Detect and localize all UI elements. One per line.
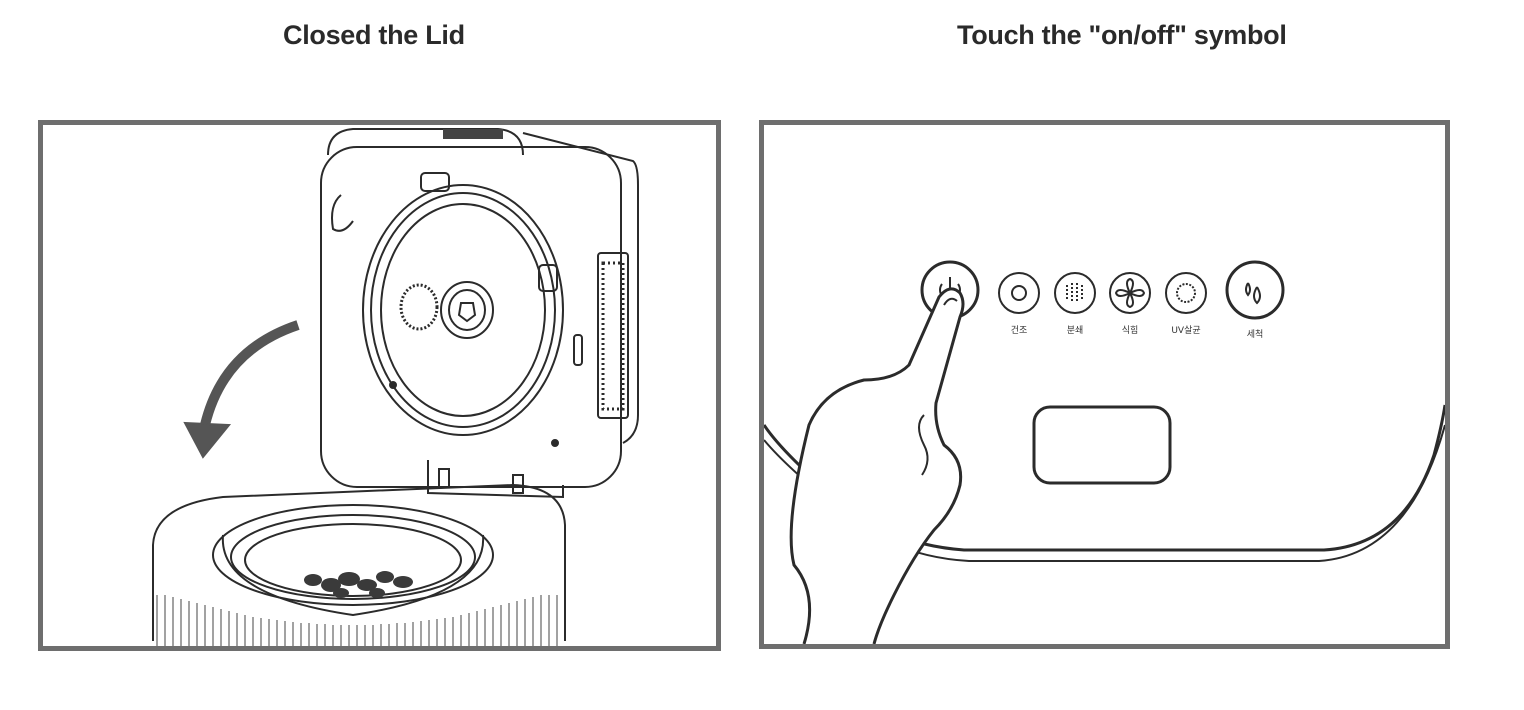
clean-label: 세척 xyxy=(1247,329,1264,340)
uv-sterilize-icon xyxy=(1176,283,1196,303)
uv-sterilize-button[interactable] xyxy=(1165,272,1207,314)
arrow-head-icon xyxy=(183,421,232,459)
base-container-drawing xyxy=(152,483,566,641)
touch-power-illustration: 건조 분쇄 식힘 UV살균 세척 xyxy=(759,120,1450,649)
water-drop-clean-icon xyxy=(1245,282,1261,305)
display-window xyxy=(1032,405,1172,485)
step-2-title: Touch the "on/off" symbol xyxy=(957,20,1287,50)
grind-button[interactable] xyxy=(1054,272,1096,314)
grind-icon xyxy=(1066,283,1083,303)
dry-label: 건조 xyxy=(1011,325,1028,336)
grind-label: 분쇄 xyxy=(1067,325,1084,336)
cool-label: 식힘 xyxy=(1122,325,1139,336)
hand-pointing-drawing xyxy=(789,287,965,644)
uv-sterilize-label: UV살균 xyxy=(1171,325,1200,336)
appliance-open-lid-drawing xyxy=(152,128,639,646)
control-panel-drawing: 건조 분쇄 식힘 UV살균 세척 xyxy=(764,260,1445,644)
lid-drawing xyxy=(320,128,639,499)
dry-button[interactable] xyxy=(998,272,1040,314)
ribbed-base-drawing xyxy=(156,595,558,646)
close-direction-arrow-icon xyxy=(200,320,300,427)
sun-dry-icon xyxy=(1011,285,1027,301)
close-lid-illustration xyxy=(38,120,721,651)
clean-button[interactable] xyxy=(1225,260,1285,320)
cool-button[interactable] xyxy=(1109,272,1151,314)
fan-cool-icon xyxy=(1114,277,1146,309)
step-1-title: Closed the Lid xyxy=(283,20,465,50)
